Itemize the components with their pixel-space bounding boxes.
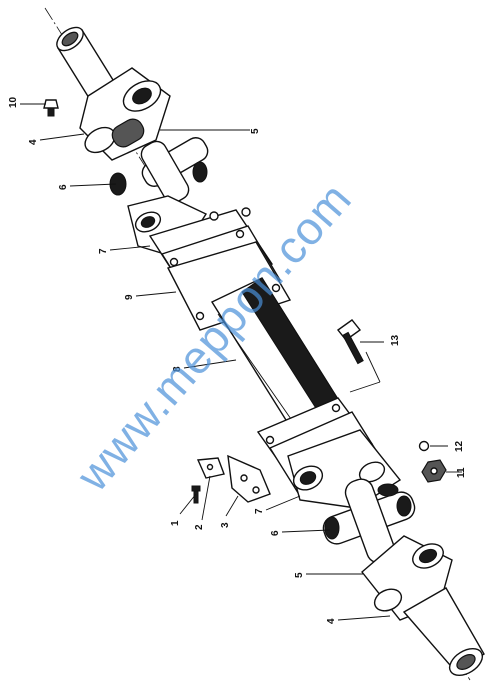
label-6-bottom: 6 — [270, 530, 281, 536]
leader-lines — [20, 103, 462, 621]
top-splined-yoke — [56, 26, 171, 161]
label-3: 3 — [220, 522, 231, 528]
label-5-bottom: 5 — [294, 572, 305, 578]
shaft-tube — [210, 277, 348, 437]
lower-universal-joint-cross — [322, 478, 416, 564]
label-12: 12 — [454, 440, 465, 452]
label-6-top: 6 — [58, 184, 69, 190]
label-2: 2 — [194, 524, 205, 530]
label-11: 11 — [456, 467, 467, 478]
label-8: 8 — [172, 366, 183, 372]
bottom-splined-sleeve — [402, 587, 485, 677]
label-10: 10 — [8, 96, 19, 108]
label-1: 1 — [170, 520, 181, 526]
top-grease-nipple — [43, 99, 59, 117]
top-universal-joint-cross — [109, 118, 209, 204]
label-13: 13 — [390, 334, 401, 346]
spring-washer — [418, 440, 430, 452]
label-7-bottom: 7 — [254, 508, 265, 514]
lock-plate — [227, 454, 271, 503]
label-4-bottom: 4 — [326, 618, 337, 624]
label-5-top: 5 — [250, 128, 261, 134]
bearing-cap-plate — [196, 457, 225, 479]
flange-bolt — [336, 319, 364, 365]
label-4-top: 4 — [28, 139, 39, 145]
label-7-top: 7 — [98, 248, 109, 254]
hex-nut — [421, 459, 447, 483]
label-9: 9 — [124, 294, 135, 300]
